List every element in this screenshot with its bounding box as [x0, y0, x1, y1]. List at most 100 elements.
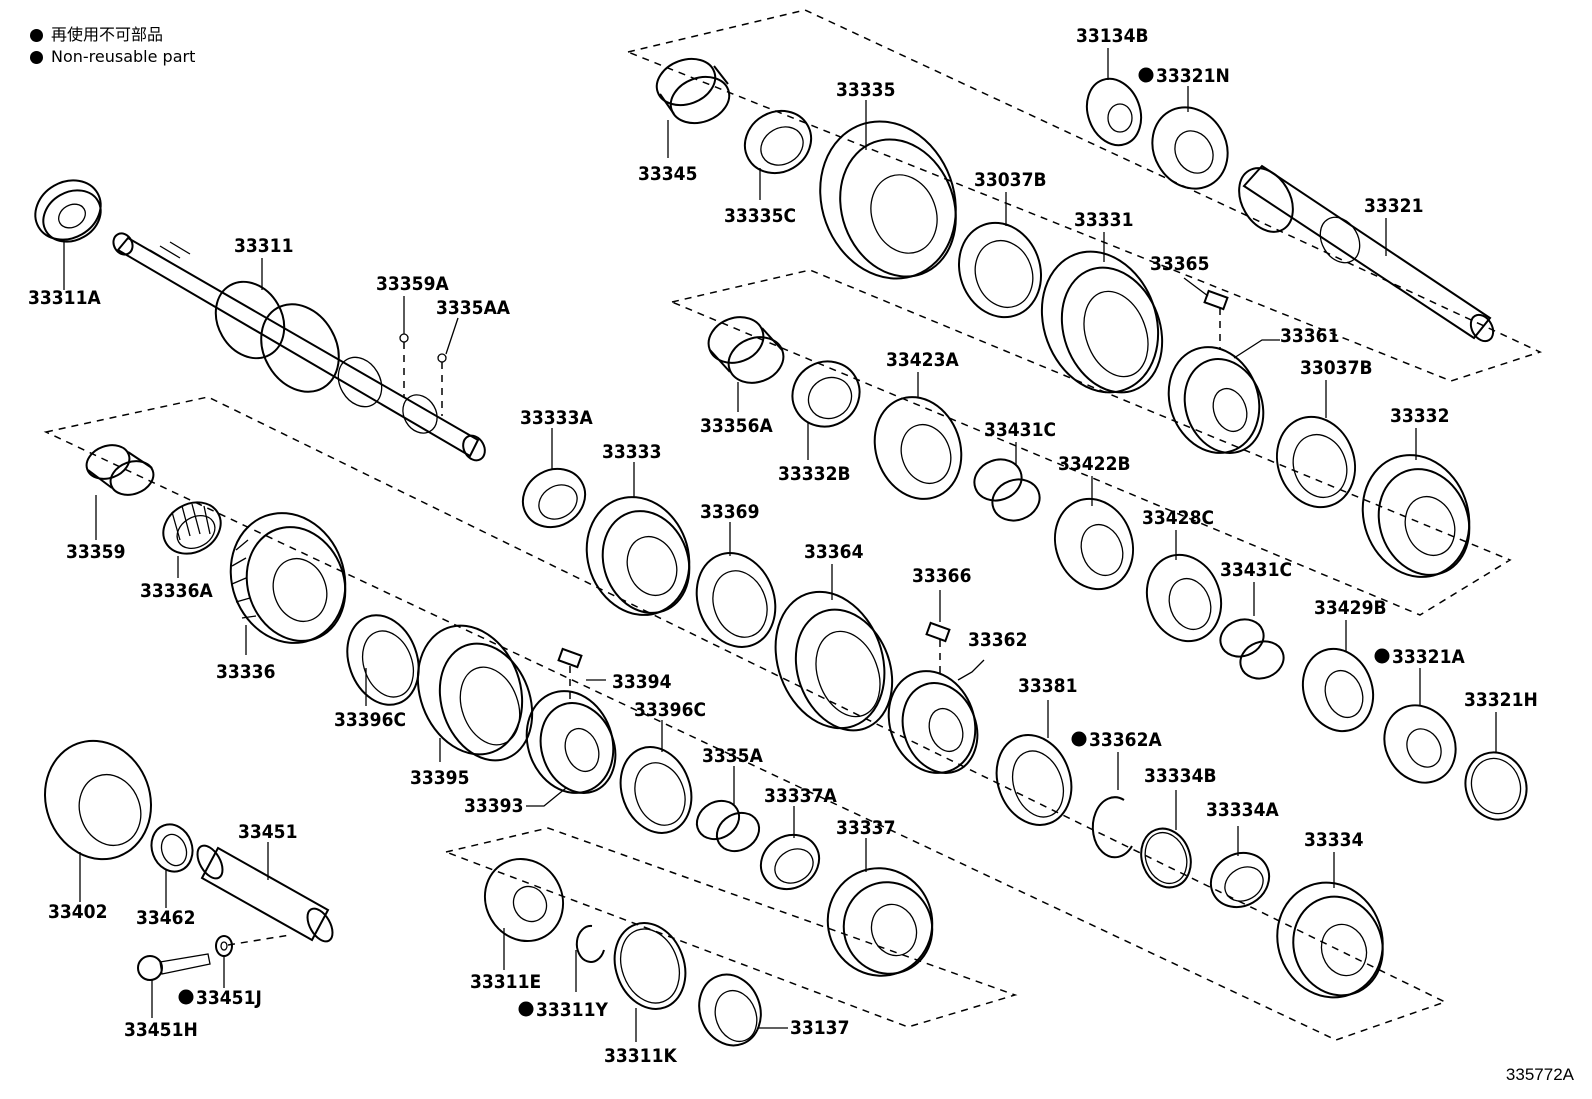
label-33336A: 33336A: [140, 580, 213, 602]
label-33394: 33394: [612, 671, 672, 693]
bolt-33451H-icon: [137, 953, 211, 981]
shifting-key-33366-icon: [925, 621, 951, 643]
gear-33333-icon: [585, 496, 691, 616]
label-33362: 33362: [968, 629, 1027, 651]
label-33311Y: 33311Y: [536, 999, 608, 1021]
bearing-33321N-icon: [1151, 106, 1229, 190]
group-boundary-middle: [669, 269, 1512, 616]
ball-33359A-icon: [399, 333, 409, 343]
shaft-33451-icon: [196, 844, 334, 943]
shim-33334B-icon: [1140, 827, 1192, 889]
label-33037B: 33037B: [1300, 357, 1373, 379]
sleeve-33359-icon: [85, 444, 155, 496]
ring-33321H-icon: [1464, 751, 1528, 821]
label-33335: 33335: [836, 79, 895, 101]
label-3335A: 3335A: [702, 745, 764, 767]
bushing-33431C-icon: [973, 458, 1041, 522]
label-33333A: 33333A: [520, 407, 593, 429]
label-33359A: 33359A: [376, 273, 449, 295]
snap-ring-33311Y-icon: [575, 924, 605, 963]
sync-ring-33369-icon: [695, 552, 777, 648]
label-33334: 33334: [1304, 829, 1364, 851]
label-33402: 33402: [48, 901, 107, 923]
sleeve-33395-icon: [416, 624, 534, 762]
legend-row-en: Non-reusable part: [30, 46, 195, 68]
needle-bearing-33335C-icon: [743, 109, 813, 175]
hub-33361-icon: [1167, 346, 1265, 454]
label-33335C: 33335C: [724, 205, 796, 227]
needle-bearing-33337A-icon: [759, 833, 821, 891]
label-33396C: 33396C: [634, 699, 706, 721]
ball-3335AA-icon: [437, 353, 447, 363]
sleeve-33331-icon: [1040, 250, 1164, 394]
sleeve-33345-icon: [655, 57, 731, 125]
needle-bearing-33332B-icon: [791, 360, 861, 428]
label-33431C: 33431C: [984, 419, 1056, 441]
gear-33422B-icon: [1053, 497, 1135, 591]
label-33381: 33381: [1018, 675, 1077, 697]
label-33321: 33321: [1364, 195, 1423, 217]
label-33134B: 33134B: [1076, 25, 1149, 47]
label-33311K: 33311K: [604, 1045, 677, 1067]
bushing-3335A-icon: [695, 799, 761, 853]
non-reusable-dot-icon: [1374, 648, 1390, 664]
label-33365: 33365: [1150, 253, 1209, 275]
label-33429B: 33429B: [1314, 597, 1387, 619]
shifting-key-33394-icon: [557, 647, 583, 669]
label-33334A: 33334A: [1206, 799, 1279, 821]
gear-33423A-icon: [873, 396, 963, 500]
bearing-33321A-icon: [1383, 704, 1457, 784]
non-reusable-dot-icon: [178, 989, 194, 1005]
label-33451H: 33451H: [124, 1019, 198, 1041]
label-33333: 33333: [602, 441, 661, 463]
needle-bearing-33336A-icon: [162, 501, 222, 555]
label-33311E: 33311E: [470, 971, 541, 993]
hub-33362-icon: [887, 670, 979, 774]
label-33422B: 33422B: [1058, 453, 1131, 475]
non-reusable-dot-icon: [30, 28, 43, 42]
label-33364: 33364: [804, 541, 864, 563]
shim-33311K-icon: [613, 922, 687, 1010]
non-reusable-dot-icon: [30, 50, 43, 64]
ring-33462-icon: [150, 823, 194, 873]
label-33356A: 33356A: [700, 415, 773, 437]
legend-text-en: Non-reusable part: [51, 47, 196, 66]
group-boundary-lower: [43, 396, 1447, 1041]
group-boundary-upper: [625, 9, 1543, 382]
label-33336: 33336: [216, 661, 275, 683]
label-33362A: 33362A: [1089, 729, 1162, 751]
label-33311: 33311: [234, 235, 293, 257]
label-33423A: 33423A: [886, 349, 959, 371]
label-33331: 33331: [1074, 209, 1133, 231]
label-33428C: 33428C: [1142, 507, 1214, 529]
non-reusable-dot-icon: [518, 1001, 534, 1017]
label-33451: 33451: [238, 821, 297, 843]
legend: 再使用不可部品 Non-reusable part: [30, 24, 195, 68]
shifting-key-33365-icon: [1203, 289, 1229, 311]
input-shaft-33311-icon: [112, 232, 486, 462]
label-33311A: 33311A: [28, 287, 101, 309]
needle-bearing-33334A-icon: [1209, 851, 1271, 909]
gear-33402-icon: [44, 739, 152, 861]
label-33451J: 33451J: [196, 987, 262, 1009]
bearing-33311E-icon: [483, 857, 565, 943]
label-33321N: 33321N: [1156, 65, 1230, 87]
gear-33336-icon: [229, 512, 347, 644]
label-33332: 33332: [1390, 405, 1449, 427]
label-33337A: 33337A: [764, 785, 837, 807]
gear-33429B-icon: [1301, 647, 1375, 733]
diagram-id: 335772A: [1505, 1065, 1574, 1084]
legend-text-ja: 再使用不可部品: [51, 25, 164, 44]
label-3335AA: 3335AA: [436, 297, 511, 319]
gear-33335-icon: [819, 120, 957, 280]
label-33332B: 33332B: [778, 463, 851, 485]
gear-33332-icon: [1361, 454, 1471, 578]
snap-ring-33362A-icon: [1091, 796, 1133, 859]
sync-ring-33381-icon: [995, 734, 1073, 826]
bearing-33311A-icon: [34, 179, 102, 243]
gear-33334-icon: [1276, 881, 1384, 999]
bushing-33431C-icon: [1219, 618, 1285, 680]
group-boundary-bottom: [443, 827, 1018, 1028]
gear-33337-icon: [826, 867, 934, 977]
